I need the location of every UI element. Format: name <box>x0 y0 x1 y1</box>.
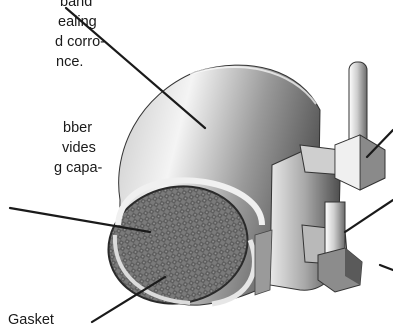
band-leader-line <box>66 8 205 128</box>
nut-icon <box>335 135 385 190</box>
bolt-leader-line <box>345 200 393 232</box>
lower-nut-icon <box>318 248 362 292</box>
lug-leader-line <box>380 265 393 270</box>
